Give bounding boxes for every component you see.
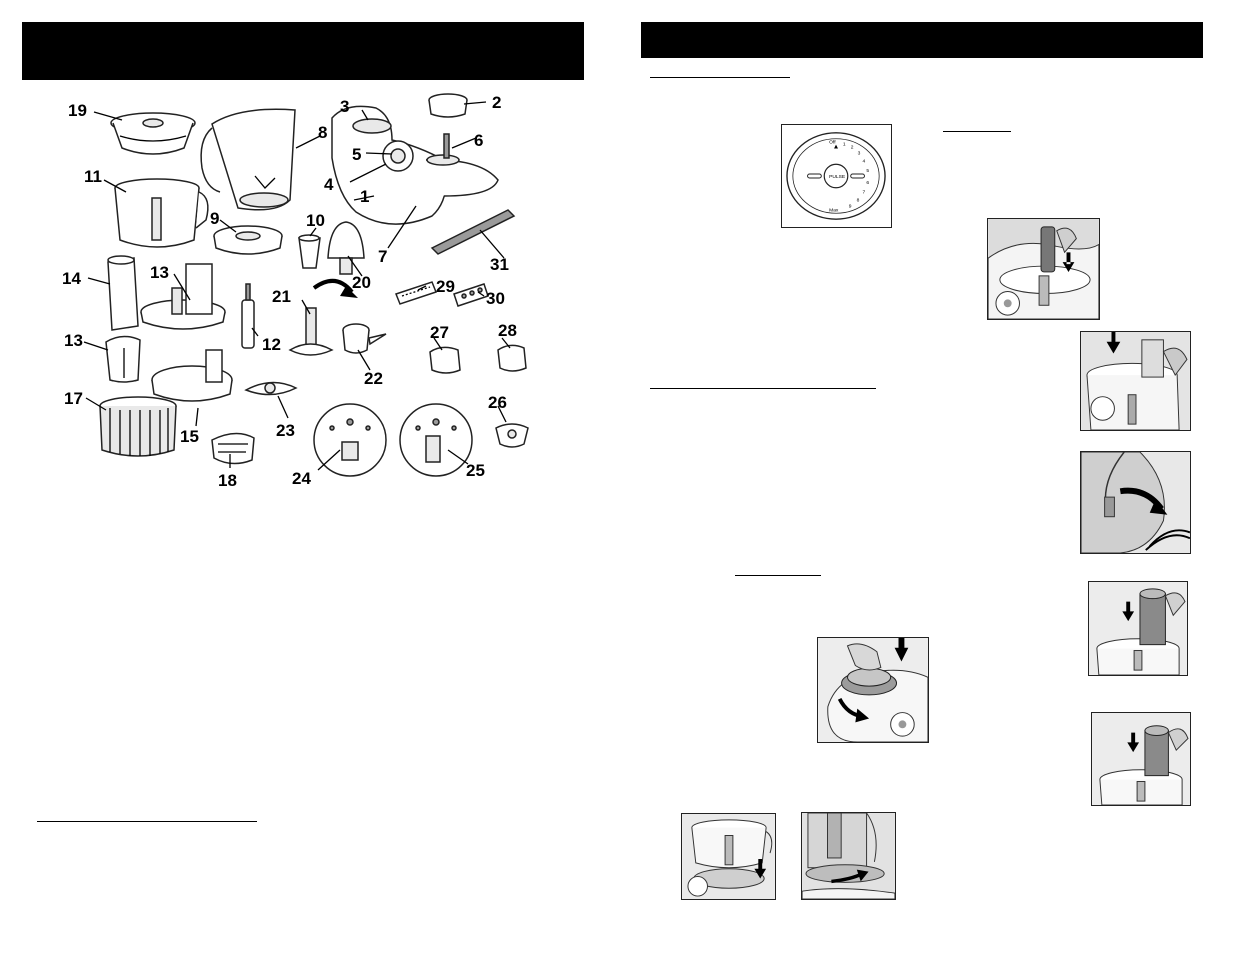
dial-mark-6: 6	[866, 180, 869, 186]
part-feed-lid	[140, 263, 226, 330]
parts-diagram: 19 8 3 2 5 6 4 1 11 7 9 10 20 31 14 13 2…	[62, 93, 529, 490]
part-number-8: 8	[318, 123, 327, 142]
part-number-20: 20	[352, 273, 371, 292]
part-number-4: 4	[324, 175, 334, 194]
part-measuring-cup	[298, 234, 321, 269]
part-grater-holder-a	[429, 346, 461, 374]
left-header-bar	[22, 22, 584, 80]
part-number-28: 28	[498, 321, 517, 340]
part-pusher-small	[105, 335, 141, 383]
part-grater-fine	[395, 281, 437, 305]
figure-lock-jug	[801, 812, 896, 900]
part-pusher-large	[107, 255, 139, 331]
part-number-23: 23	[276, 421, 295, 440]
part-number-11: 11	[84, 167, 102, 186]
part-kneading-blade	[244, 381, 298, 396]
dial-pulse-label: PULSE	[829, 174, 846, 180]
figure-citrus-twist	[817, 637, 929, 743]
part-number-29: 29	[436, 277, 455, 296]
part-number-9: 9	[210, 209, 219, 228]
part-small-lid	[428, 93, 468, 118]
part-grater-holder-b	[497, 344, 527, 372]
part-bowl-lid	[151, 349, 233, 402]
dial-mark-1: 1	[843, 142, 846, 148]
part-citrus-strainer	[110, 112, 196, 155]
part-spatula	[430, 209, 516, 255]
part-number-17: 17	[64, 389, 83, 408]
dial-mark-9: 9	[849, 203, 852, 209]
dial-max-label: Max	[829, 207, 839, 213]
part-number-13: 13	[150, 263, 169, 282]
right-rule-4	[735, 575, 821, 576]
part-blade-cup	[342, 323, 387, 354]
part-number-30: 30	[486, 289, 505, 308]
left-section-rule	[37, 821, 257, 822]
part-number-10: 10	[306, 211, 325, 230]
part-number-19: 19	[68, 101, 87, 120]
part-motor-base	[331, 105, 499, 225]
figure-sieve-insert	[1088, 581, 1188, 676]
part-number-5: 5	[352, 145, 361, 164]
figure-bowl-base	[681, 813, 776, 900]
assembly-arrow-icon	[312, 279, 354, 294]
part-processor-bowl	[114, 178, 209, 248]
part-emulsifier-blade	[495, 423, 529, 448]
dial-mark-3: 3	[858, 150, 861, 156]
part-number-18: 18	[218, 471, 237, 490]
part-number-2: 2	[492, 93, 501, 112]
dial-mark-5: 5	[866, 168, 869, 174]
part-number-6: 6	[474, 131, 483, 150]
part-number-26: 26	[488, 393, 507, 412]
part-number-31: 31	[490, 255, 509, 274]
part-slicing-disc	[313, 403, 387, 477]
figure-pusher-lid	[1080, 331, 1191, 431]
part-number-13b: 13	[64, 331, 83, 350]
part-number-1: 1	[360, 187, 369, 206]
part-number-15: 15	[180, 427, 199, 446]
dial-mark-2: 2	[851, 145, 854, 151]
right-rule-1	[650, 77, 790, 78]
dial-mark-4: 4	[862, 158, 865, 164]
part-number-3: 3	[340, 97, 349, 116]
part-jug-lid	[213, 225, 283, 255]
right-rule-2	[943, 131, 1011, 132]
part-dough-hook	[211, 432, 255, 465]
part-number-14: 14	[62, 269, 81, 288]
part-number-22: 22	[364, 369, 383, 388]
right-rule-3	[650, 388, 876, 389]
part-number-12: 12	[262, 335, 281, 354]
part-drive-shaft	[241, 283, 255, 349]
part-citrus-cone	[327, 221, 365, 275]
part-grater-coarse	[453, 283, 489, 307]
right-header-bar	[641, 22, 1203, 58]
part-number-21: 21	[272, 287, 291, 306]
part-number-27: 27	[430, 323, 449, 342]
part-blender-jug	[200, 108, 296, 211]
figure-shaft-insert	[987, 218, 1100, 320]
figure-lock-bowl	[1080, 451, 1191, 554]
part-sieve-basket	[99, 396, 177, 457]
part-chopping-blade	[288, 307, 334, 356]
control-dial-figure: Off PULSE Max 1 2 3 4 5 6 7 8 9	[781, 124, 892, 228]
part-grating-disc	[399, 403, 473, 477]
figure-pusher-insert	[1091, 712, 1191, 806]
part-number-7: 7	[378, 247, 387, 266]
leader-lines	[83, 101, 511, 471]
part-number-24: 24	[292, 469, 311, 488]
dial-mark-7: 7	[862, 190, 865, 196]
dial-off-label: Off	[829, 140, 836, 146]
dial-mark-8: 8	[857, 198, 860, 204]
part-number-25: 25	[466, 461, 485, 480]
